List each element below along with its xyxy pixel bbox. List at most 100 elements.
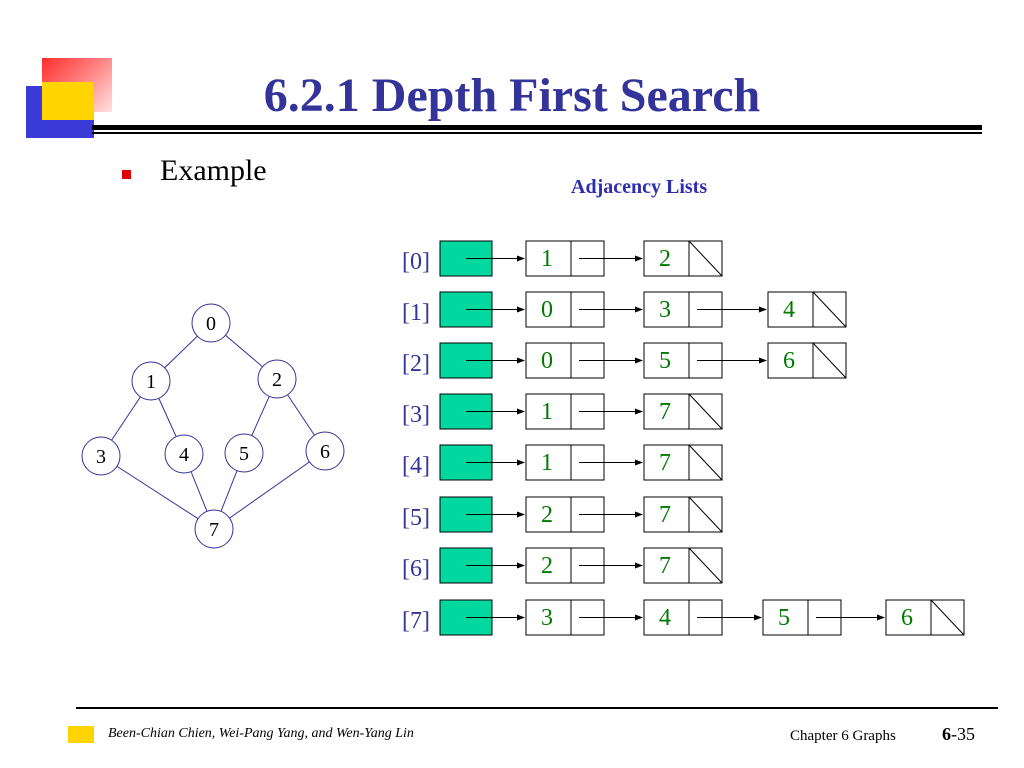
graph-edge-6-7	[213, 450, 326, 530]
list-node-box	[643, 393, 723, 430]
adjacency-row-0: [0] 1 2	[402, 240, 723, 277]
list-node-2: 2	[643, 240, 723, 277]
list-node-box	[643, 444, 723, 481]
list-node-value: 2	[541, 553, 553, 579]
list-node-value: 7	[659, 450, 671, 476]
list-node-box	[643, 496, 723, 533]
graph-node-label: 5	[239, 443, 249, 465]
list-node-value: 6	[783, 348, 795, 374]
list-node-1: 1	[525, 393, 643, 430]
graph-node-label: 6	[320, 441, 330, 463]
graph-node-5: 5	[224, 433, 264, 473]
list-node-value: 5	[659, 348, 671, 374]
title-rule-thin	[92, 132, 982, 134]
adjacency-row-3: [3] 1 7	[402, 393, 723, 430]
null-pointer-slash	[688, 547, 723, 584]
title-rule-thick	[92, 125, 982, 130]
adjacency-index-label: [7]	[402, 608, 430, 634]
list-node-4: 4	[643, 599, 762, 636]
graph-node-2: 2	[257, 359, 297, 399]
list-node-7: 7	[643, 496, 723, 533]
page-number-rest: -35	[951, 724, 975, 744]
graph-node-circle	[164, 434, 204, 474]
bullet-text: Example	[160, 154, 267, 187]
graph-node-7: 7	[194, 509, 234, 549]
footer-authors: Been-Chian Chien, Wei-Pang Yang, and Wen…	[108, 726, 414, 741]
null-pointer-slash	[688, 240, 723, 277]
list-node-value: 1	[541, 246, 553, 272]
graph-node-circle	[131, 361, 171, 401]
adjacency-index-label: [1]	[402, 300, 430, 326]
graph-node-circle	[224, 433, 264, 473]
list-node-7: 7	[643, 547, 723, 584]
list-node-value: 0	[541, 348, 553, 374]
list-node-box	[643, 240, 723, 277]
null-pointer-slash	[812, 291, 847, 328]
list-node-1: 1	[525, 240, 643, 277]
list-node-5: 5	[643, 342, 767, 379]
adjacency-lists-title: Adjacency Lists	[571, 176, 708, 198]
list-node-value: 4	[783, 297, 795, 323]
list-node-value: 7	[659, 553, 671, 579]
list-node-value: 1	[541, 450, 553, 476]
null-pointer-slash	[930, 599, 965, 636]
list-node-3: 3	[525, 599, 643, 636]
footer-rule	[76, 707, 998, 709]
list-node-7: 7	[643, 444, 723, 481]
list-node-value: 7	[659, 502, 671, 528]
adjacency-index-label: [5]	[402, 505, 430, 531]
adjacency-index-label: [3]	[402, 402, 430, 428]
list-node-box	[767, 291, 847, 328]
graph-node-label: 0	[206, 313, 216, 335]
null-pointer-slash	[688, 496, 723, 533]
list-node-value: 0	[541, 297, 553, 323]
list-node-value: 5	[778, 605, 790, 631]
graph-node-1: 1	[131, 361, 171, 401]
graph-node-circle	[81, 436, 121, 476]
graph-node-6: 6	[305, 431, 345, 471]
list-node-0: 0	[525, 291, 643, 328]
list-node-box	[643, 547, 723, 584]
null-pointer-slash	[688, 393, 723, 430]
page-number: 6-35	[942, 724, 975, 745]
adjacency-index-label: [0]	[402, 249, 430, 275]
list-node-value: 1	[541, 399, 553, 425]
list-node-value: 7	[659, 399, 671, 425]
list-node-value: 2	[541, 502, 553, 528]
graph-node-circle	[191, 303, 231, 343]
graph-edge-3-7	[100, 455, 215, 530]
list-node-5: 5	[762, 599, 885, 636]
list-node-value: 3	[541, 605, 553, 631]
list-node-box	[885, 599, 965, 636]
list-node-7: 7	[643, 393, 723, 430]
list-node-value: 2	[659, 246, 671, 272]
graph-node-label: 1	[146, 371, 156, 393]
list-node-2: 2	[525, 496, 643, 533]
adjacency-index-label: [6]	[402, 556, 430, 582]
slide-title: 6.2.1 Depth First Search	[263, 69, 761, 122]
list-node-2: 2	[525, 547, 643, 584]
bullet-square-icon	[122, 170, 131, 179]
null-pointer-slash	[688, 444, 723, 481]
list-node-0: 0	[525, 342, 643, 379]
graph-node-0: 0	[191, 303, 231, 343]
graph-node-label: 4	[179, 444, 189, 466]
graph-node-label: 7	[209, 519, 219, 541]
list-node-4: 4	[767, 291, 847, 328]
null-pointer-slash	[812, 342, 847, 379]
list-node-1: 1	[525, 444, 643, 481]
page-number-bold: 6	[942, 724, 951, 744]
list-node-3: 3	[643, 291, 767, 328]
graph-node-label: 2	[272, 369, 282, 391]
list-node-value: 6	[901, 605, 913, 631]
footer-chapter: Chapter 6 Graphs	[790, 728, 896, 744]
footer-yellow-square	[68, 726, 94, 743]
list-node-box	[767, 342, 847, 379]
graph-node-4: 4	[164, 434, 204, 474]
graph-node-circle	[257, 359, 297, 399]
adjacency-row-6: [6] 2 7	[402, 547, 723, 584]
